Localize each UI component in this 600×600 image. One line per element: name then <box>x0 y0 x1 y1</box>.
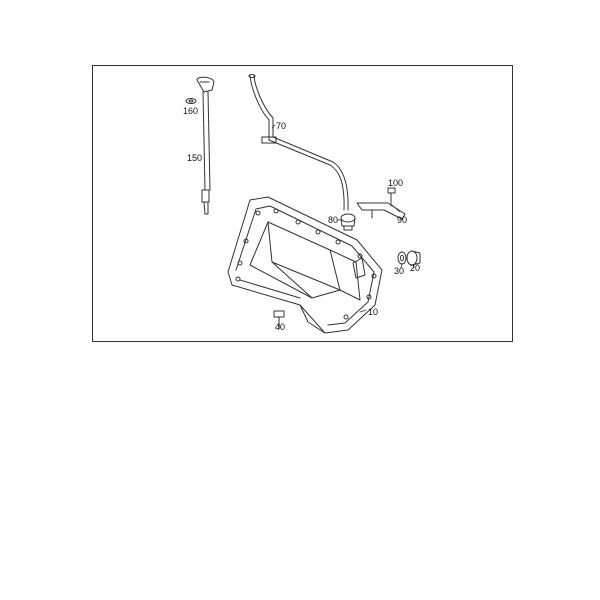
callout-40: 40 <box>275 322 285 332</box>
callout-70: 70 <box>276 121 286 131</box>
drain-plug-part <box>406 250 421 266</box>
guide-tube-part <box>248 74 349 211</box>
bracket-screw <box>387 187 396 207</box>
callout-100: 100 <box>388 178 403 188</box>
oil-pan-part <box>227 196 383 334</box>
pan-bolt-part <box>273 310 285 324</box>
callout-20: 20 <box>410 263 420 273</box>
bracket-part <box>356 202 406 220</box>
callout-160: 160 <box>183 106 198 116</box>
callout-30: 30 <box>394 266 404 276</box>
dipstick-part <box>196 76 215 215</box>
dipstick-seal-ring <box>185 98 197 104</box>
callout-90: 90 <box>397 215 407 225</box>
leader-lines <box>271 124 415 329</box>
plug-part <box>340 213 356 231</box>
callout-80: 80 <box>328 215 338 225</box>
drain-seal-ring <box>397 251 407 265</box>
diagram-frame <box>92 65 513 342</box>
callout-150: 150 <box>187 153 202 163</box>
callout-10: 10 <box>368 307 378 317</box>
